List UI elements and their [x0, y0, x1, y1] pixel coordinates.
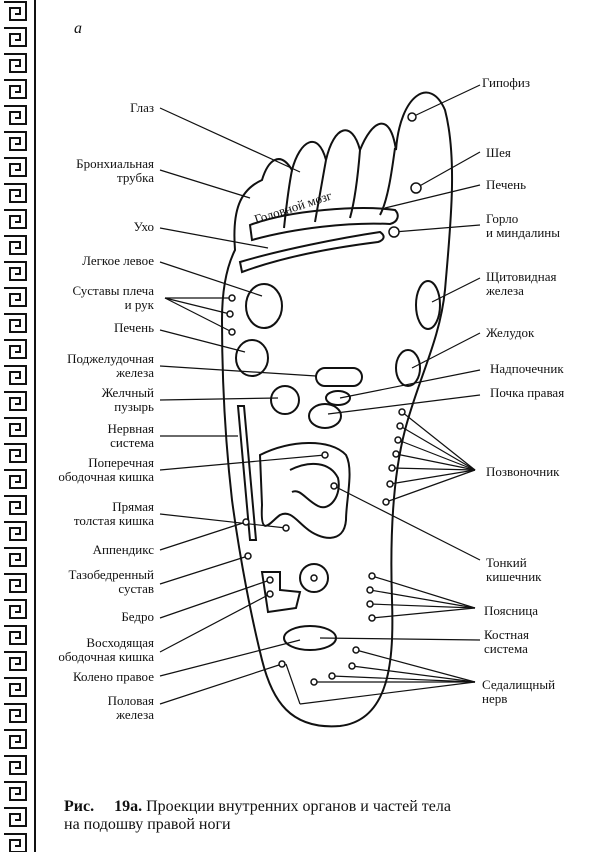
label-bronchial-tube: Бронхиальная трубка	[76, 156, 154, 185]
caption-prefix: Рис.	[64, 798, 95, 815]
pancreas-shape	[315, 367, 363, 387]
label-shoulder-joints: Суставы плеча и рук	[72, 283, 154, 312]
label-stomach: Желудок	[486, 325, 535, 340]
lung-shape	[245, 283, 283, 329]
label-gall-bladder: Желчный пузырь	[101, 385, 154, 414]
label-small-intestine: Тонкий кишечник	[486, 555, 542, 584]
label-gonad: Половая железа	[107, 693, 154, 722]
label-left-lung: Легкое левое	[82, 253, 154, 268]
label-right-knee: Колено правое	[72, 669, 154, 684]
liver-shape	[235, 339, 269, 377]
toe-line-2	[349, 149, 361, 219]
caption-text: Проекции внутренних органов и частей тел…	[146, 798, 451, 815]
point-markers	[226, 112, 422, 686]
caption-text-2: на подошву правой ноги	[64, 816, 231, 833]
figure-caption: Рис. 19а. Проекции внутренних органов и …	[64, 798, 584, 834]
brain-label: Головной мозг	[252, 188, 333, 227]
toe-line-4	[283, 169, 293, 229]
thyroid-shape	[415, 280, 441, 330]
label-thigh: Бедро	[121, 609, 154, 624]
label-neck: Шея	[486, 145, 511, 160]
toe-line-3	[314, 159, 327, 223]
label-pituitary: Гипофиз	[482, 75, 530, 90]
hip-shape	[260, 571, 302, 614]
toe-line-big	[379, 147, 396, 216]
figure-letter: а	[74, 20, 82, 37]
gall-shape	[270, 385, 300, 415]
label-liver-right: Печень	[486, 177, 527, 192]
label-eye: Глаз	[130, 100, 154, 115]
label-spine: Позвоночник	[486, 464, 560, 479]
adrenal-shape	[325, 390, 351, 406]
figure-panel	[34, 0, 608, 852]
label-pancreas: Поджелудочная железа	[67, 351, 154, 380]
label-appendix: Аппендикс	[92, 542, 154, 557]
label-right-kidney: Почка правая	[490, 385, 565, 400]
label-liver-left: Печень	[113, 320, 154, 335]
label-sciatic-nerve: Седалищный нерв	[482, 677, 556, 706]
label-lower-back: Поясница	[484, 603, 539, 618]
band-lower	[238, 230, 385, 274]
label-ear: Ухо	[133, 219, 154, 234]
label-throat-tonsils: Горло и миндалины	[486, 211, 560, 240]
leader-lines	[159, 84, 481, 705]
label-ascending-colon: Восходящая ободочная кишка	[58, 635, 154, 664]
kidney-shape	[308, 403, 342, 429]
nerve-band	[236, 405, 258, 541]
thigh-shape	[299, 563, 329, 593]
label-adrenal: Надпочечник	[490, 361, 564, 376]
label-nervous-system: Нервная система	[107, 421, 154, 450]
label-hip-joint: Тазобедренный сустав	[68, 567, 154, 596]
label-transverse-colon: Поперечная ободочная кишка	[58, 455, 154, 484]
caption-number: 19а.	[114, 798, 143, 815]
label-skeletal-system: Костная система	[484, 627, 530, 656]
colon-shape	[258, 442, 351, 539]
label-rectum: Прямая толстая кишка	[73, 499, 154, 528]
decorative-border	[0, 0, 34, 852]
label-thyroid: Щитовидная железа	[486, 269, 557, 298]
stomach-shape	[395, 349, 421, 387]
intestine-inner	[289, 462, 340, 509]
brain-band	[248, 207, 399, 242]
greek-key-border	[0, 0, 34, 852]
